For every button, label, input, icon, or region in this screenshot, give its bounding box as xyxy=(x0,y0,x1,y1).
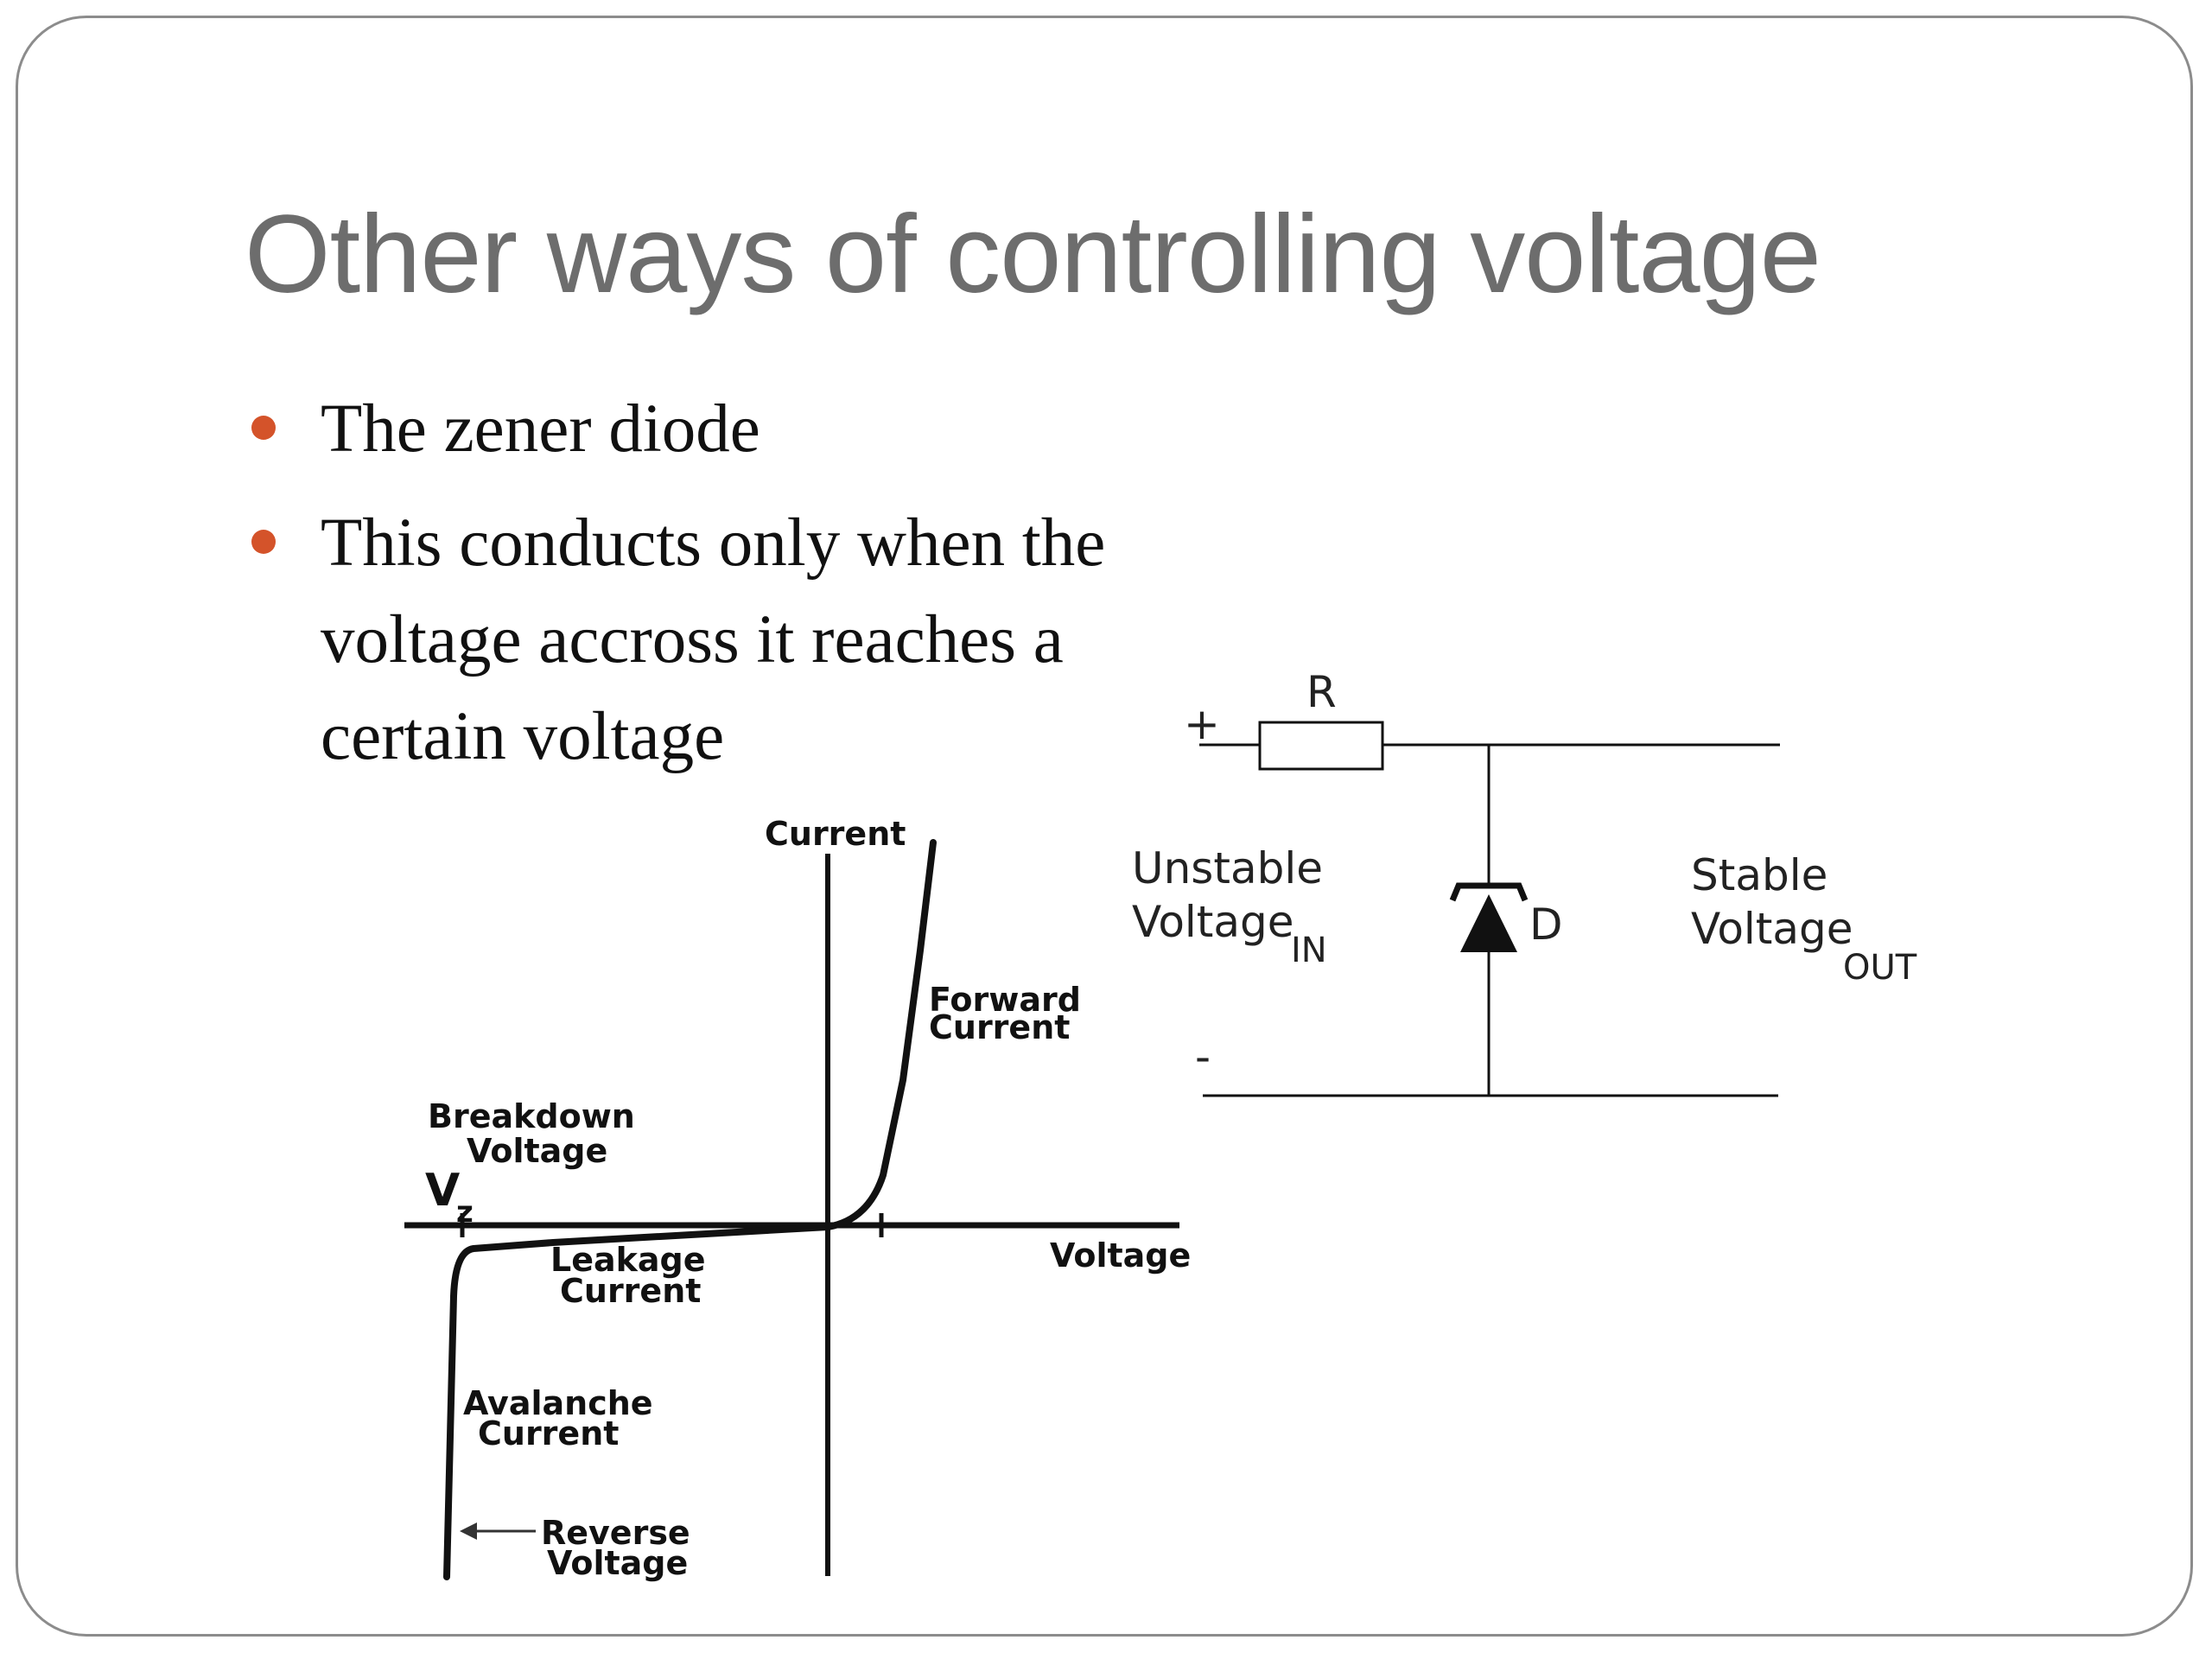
zener-diode-icon xyxy=(1460,894,1517,952)
positive-terminal-label: + xyxy=(1184,699,1220,749)
current-axis-label: Current xyxy=(765,815,906,853)
iv-characteristic-graph: Current Voltage Forward Current Breakdow… xyxy=(404,815,1191,1582)
bullet-list: The zener diode This conducts only when … xyxy=(251,381,1202,803)
leakage-current-label: Leakage xyxy=(550,1241,706,1279)
zener-diode-bar xyxy=(1449,882,1529,902)
negative-terminal-label: - xyxy=(1195,1032,1211,1082)
iv-curve xyxy=(443,839,937,1580)
breakdown-voltage-label: Breakdown xyxy=(428,1097,635,1135)
diode-label: D xyxy=(1529,899,1563,950)
input-voltage-label: Unstable xyxy=(1132,843,1323,893)
input-voltage-label: Voltage xyxy=(1132,897,1294,947)
bullet-marker-icon xyxy=(251,530,276,554)
forward-current-label: Current xyxy=(929,1008,1070,1046)
output-voltage-label: Voltage xyxy=(1691,904,1853,954)
avalanche-current-label: Avalanche xyxy=(463,1384,653,1422)
breakdown-voltage-label: Voltage xyxy=(467,1132,607,1170)
reverse-voltage-label: Reverse xyxy=(541,1514,690,1552)
bullet-text: The zener diode xyxy=(321,391,760,467)
bullet-text: This conducts only when the voltage accr… xyxy=(321,505,1106,774)
reverse-voltage-label: Voltage xyxy=(547,1544,688,1582)
reverse-arrow-icon xyxy=(460,1522,477,1540)
voltage-axis-label: Voltage xyxy=(1050,1236,1191,1274)
resistor-symbol xyxy=(1258,721,1384,771)
vz-label: V xyxy=(425,1165,460,1217)
slide-title: Other ways of controlling voltage xyxy=(245,193,1821,316)
bullet-item: This conducts only when the voltage accr… xyxy=(251,495,1202,785)
output-voltage-subscript: OUT xyxy=(1843,948,1917,988)
resistor-label: R xyxy=(1306,667,1337,717)
input-voltage-subscript: IN xyxy=(1291,931,1327,970)
bullet-item: The zener diode xyxy=(251,381,1202,478)
leakage-current-label: Current xyxy=(560,1272,701,1310)
output-voltage-label: Stable xyxy=(1691,850,1827,900)
zener-regulator-circuit: + - R D Unstable Voltage IN Stable Volta… xyxy=(1132,667,1917,1097)
forward-current-label: Forward xyxy=(929,981,1081,1019)
avalanche-current-label: Current xyxy=(478,1414,619,1452)
slide: Other ways of controlling voltage The ze… xyxy=(16,16,2193,1637)
bullet-marker-icon xyxy=(251,416,276,440)
vz-subscript: z xyxy=(456,1195,474,1230)
